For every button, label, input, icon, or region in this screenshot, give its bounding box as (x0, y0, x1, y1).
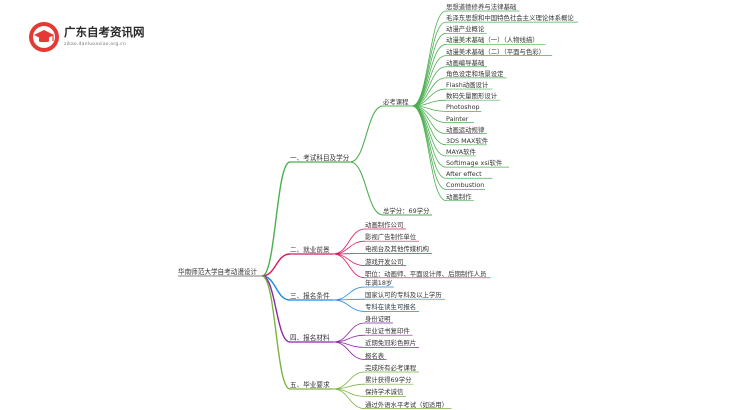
list-item: 影视广告制作单位 (365, 233, 417, 242)
course-item: Flash动画设计 (446, 81, 489, 90)
list-item: 完成所有必考课程 (365, 364, 417, 372)
leaf-connector (332, 228, 366, 255)
course-item: 动画制作 (446, 192, 472, 201)
leaf-connector (332, 253, 366, 279)
course-item: 毛泽东思想和中国特色社会主义理论体系概论 (446, 14, 574, 23)
branch-b3: 三、报名条件 (290, 292, 330, 300)
leaf-connector (411, 77, 447, 107)
list-item: 专科在读生可报名 (365, 303, 417, 312)
site-domain: zikao.danluoaxiao.org.cn (64, 42, 126, 47)
leaf-connector (411, 105, 447, 146)
course-item: 动漫美术基础（二）（平面与色彩） (446, 47, 546, 56)
leaf-connector (332, 388, 366, 409)
list-item: 累计获得69学分 (365, 376, 412, 385)
leaf-connector (411, 105, 447, 201)
leaf-connector (332, 286, 366, 301)
branch-b4: 四、报名材料 (290, 334, 330, 342)
leaf-connector (411, 105, 447, 190)
course-item: Combustion (446, 181, 485, 190)
group-connector-0 (349, 105, 384, 163)
branch-b2: 二、就业前景 (290, 246, 330, 254)
list-item: 毕业证书复印件 (365, 327, 410, 336)
branch-connector-b1 (261, 161, 291, 277)
leaf-connector (332, 341, 366, 360)
branch-b5: 五、毕业要求 (290, 381, 330, 389)
group-label-1: 总学分：69学分 (383, 207, 430, 215)
list-item: 报名表 (365, 351, 385, 360)
list-item: 通过外语水平考试（如适用） (365, 400, 449, 409)
course-item: 思想道德修养与法律基础 (446, 3, 517, 11)
group-label-0: 必考课程 (383, 98, 409, 106)
leaf-connector (411, 44, 447, 107)
leaf-connector (411, 66, 447, 107)
leaf-connector (411, 32, 447, 107)
course-item: Softimage xsi软件 (446, 159, 503, 168)
course-item: 角色设定和场景设定 (446, 69, 504, 78)
course-item: 3DS MAX软件 (446, 136, 489, 145)
site-name: 广东自考资讯网 (64, 25, 145, 39)
graduation-cap-logo-icon (29, 22, 59, 52)
root-node: 华南师范大学自考动漫设计 (178, 268, 258, 276)
leaf-connector (411, 21, 447, 107)
list-item: 动画制作公司 (365, 221, 404, 229)
leaf-connector (411, 105, 447, 135)
group-connector-1 (349, 161, 384, 216)
course-item: 数码矢量图形设计 (446, 92, 498, 101)
list-item: 年满18岁 (365, 279, 393, 287)
leaf-connector (411, 105, 447, 168)
course-item: MAYA软件 (446, 147, 476, 156)
list-item: 职位：动画师、平面设计师、后期制作人员 (365, 269, 487, 278)
branch-connector-b2 (261, 253, 291, 277)
leaf-connector (332, 299, 366, 312)
branch-b1: 一、考试科目及学分 (290, 154, 350, 162)
course-item: 动漫美术基础（一）（人物线描） (446, 36, 539, 45)
list-item: 游戏开发公司 (365, 257, 404, 266)
list-item: 身份证明 (365, 315, 391, 323)
list-item: 近期免冠彩色照片 (365, 339, 417, 348)
course-item: Painter (446, 114, 469, 123)
leaf-connector (332, 388, 366, 397)
leaf-connector (332, 253, 366, 266)
leaf-connector (411, 105, 447, 179)
leaf-connector (411, 10, 447, 107)
list-item: 国家认可的专科及以上学历 (365, 291, 442, 300)
course-item: 动画编导基础 (446, 58, 485, 67)
branch-connector-b5 (261, 275, 291, 390)
course-item: Photoshop (446, 103, 480, 112)
leaf-connector (332, 322, 366, 343)
leaf-connector (332, 240, 366, 255)
list-item: 保持学术诚信 (365, 388, 404, 397)
list-item: 电视台及其他传媒机构 (365, 245, 429, 254)
branch-connector-b4 (261, 275, 291, 343)
course-item: After effect (446, 170, 482, 179)
course-item: 动漫产业概论 (446, 25, 485, 34)
course-item: 动画运动规律 (446, 125, 485, 134)
